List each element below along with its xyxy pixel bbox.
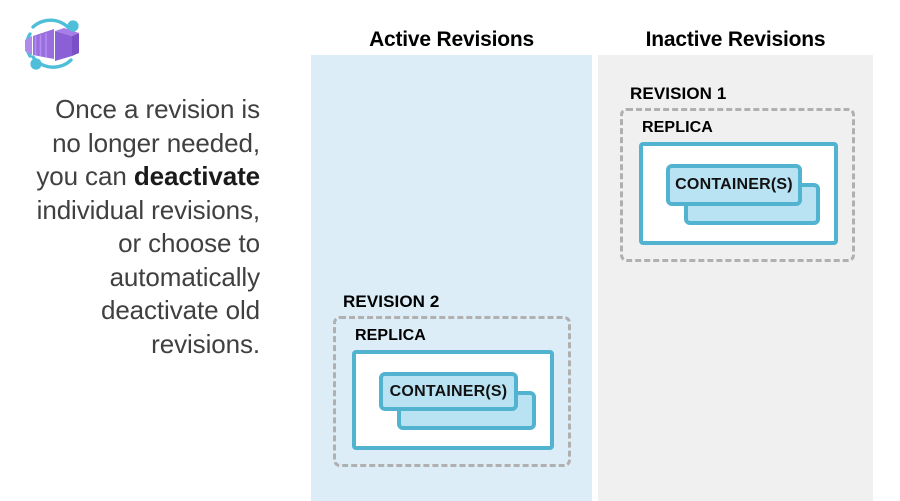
revision-1-container-card-front: CONTAINER(S) xyxy=(666,164,802,206)
revision-1-replica-label: REPLICA xyxy=(642,119,713,136)
revision-2-container-label: CONTAINER(S) xyxy=(389,382,508,400)
caption-line-1: Once a revision is xyxy=(55,94,260,124)
active-revisions-header: Active Revisions xyxy=(369,28,534,51)
caption-line-3-prefix: you can xyxy=(36,161,134,191)
revision-1-container-label: CONTAINER(S) xyxy=(675,176,793,193)
caption-emphasis-deactivate: deactivate xyxy=(133,161,260,191)
revision-group-revision-1[interactable]: REVISION 1 REPLICA CONTAINER(S) xyxy=(620,84,855,262)
logo-dot-top-icon xyxy=(67,20,79,32)
caption-line-6: automatically xyxy=(109,261,261,292)
logo-box-body xyxy=(33,29,54,59)
revision-2-box: REPLICA CONTAINER(S) xyxy=(333,316,571,467)
caption-line-5: or choose to xyxy=(118,228,260,258)
revision-2-replica-label: REPLICA xyxy=(355,327,426,344)
active-revisions-panel: REVISION 2 REPLICA CONTAINER(S) xyxy=(311,55,592,501)
revision-1-box: REPLICA CONTAINER(S) xyxy=(620,108,855,262)
revision-2-container-stack: CONTAINER(S) xyxy=(379,372,536,430)
inactive-revisions-panel: REVISION 1 REPLICA CONTAINER(S) xyxy=(598,55,873,501)
caption-text: Once a revision is no longer needed, you… xyxy=(8,93,260,361)
caption-line-7: deactivate old xyxy=(100,295,260,325)
revision-2-label: REVISION 2 xyxy=(343,292,440,311)
revision-group-revision-2[interactable]: REVISION 2 REPLICA CONTAINER(S) xyxy=(333,292,571,467)
logo-dot-bottom-icon xyxy=(30,58,42,70)
logo-svg xyxy=(25,18,79,70)
caption-line-4: individual revisions, xyxy=(36,194,260,225)
revision-1-replica-box: CONTAINER(S) xyxy=(639,142,838,245)
revision-2-replica-box: CONTAINER(S) xyxy=(352,350,554,450)
inactive-revisions-header: Inactive Revisions xyxy=(645,28,826,51)
logo-cube-top xyxy=(55,28,79,36)
logo-cube-side xyxy=(72,33,79,56)
caption-line-2: no longer needed, xyxy=(52,127,260,158)
caption-line-8: revisions. xyxy=(151,328,260,359)
logo-slab-left xyxy=(25,36,32,55)
azure-container-apps-logo xyxy=(16,14,88,76)
revision-1-container-stack: CONTAINER(S) xyxy=(666,164,820,225)
revision-1-label: REVISION 1 xyxy=(630,84,727,103)
logo-cube-right xyxy=(55,31,72,61)
revision-2-container-card-front: CONTAINER(S) xyxy=(379,372,518,411)
